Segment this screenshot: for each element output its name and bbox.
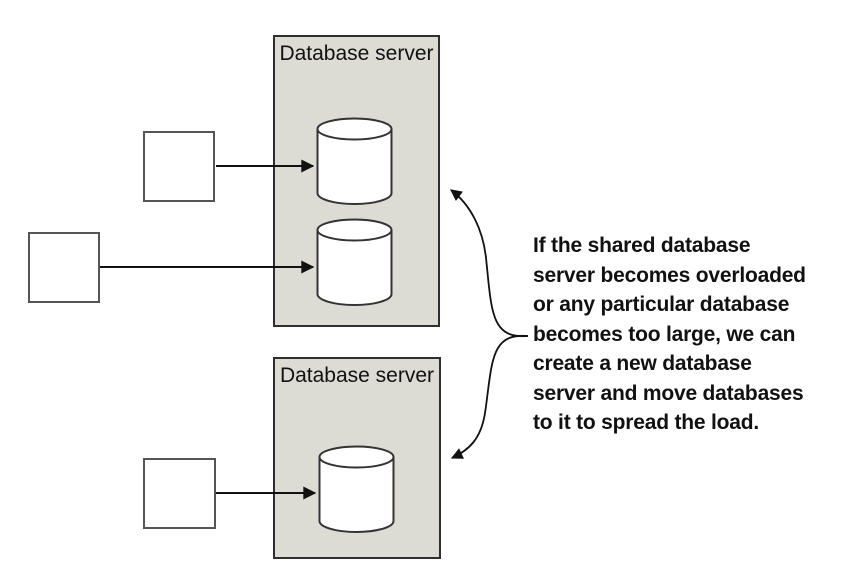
database-cylinder-icon [318, 445, 395, 533]
curved-arrow-to-server-1 [450, 189, 529, 338]
client-box-3 [143, 458, 216, 529]
database-cylinder-icon [316, 117, 393, 205]
database-server-label-1: Database server [279, 42, 434, 65]
curved-arrow-to-server-2 [450, 334, 529, 459]
database-server-label-2: Database server [279, 364, 435, 387]
database-cylinder-icon [316, 218, 393, 306]
client-box-1 [143, 131, 215, 202]
annotation-text: If the shared database server becomes ov… [533, 234, 806, 434]
client-box-2 [28, 232, 100, 303]
